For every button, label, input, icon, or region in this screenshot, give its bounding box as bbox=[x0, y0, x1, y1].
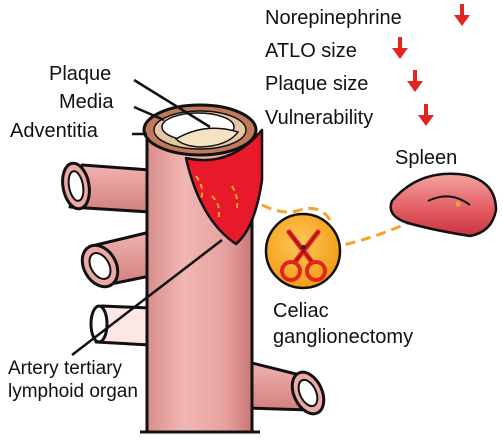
artery-branch-lower-left bbox=[89, 304, 152, 347]
effect-label: Norepinephrine bbox=[265, 7, 402, 29]
artery-cross-section bbox=[142, 103, 258, 157]
celiac-label-line-2: ganglionectomy bbox=[273, 326, 413, 348]
atlo-label-line-1: Artery tertiary bbox=[8, 358, 123, 379]
down-arrow-icon bbox=[454, 4, 470, 26]
atlo-nerve-fibers bbox=[195, 175, 239, 221]
scissors-icon bbox=[280, 229, 327, 282]
down-arrow-icon bbox=[418, 104, 434, 126]
media-leader-line bbox=[133, 105, 165, 122]
media-label: Media bbox=[59, 91, 114, 113]
artery-branch-lower-right bbox=[246, 360, 326, 416]
atlo-region bbox=[184, 128, 264, 246]
atlo-label-line-2: lymphoid organ bbox=[8, 381, 138, 402]
plaque-leader-line bbox=[133, 78, 211, 129]
down-arrow-icon bbox=[392, 37, 408, 59]
artery-branch-middle-left bbox=[80, 230, 152, 289]
effects-list: Norepinephrine ATLO size Plaque size Vul… bbox=[265, 4, 470, 129]
down-arrow-icon bbox=[407, 70, 423, 92]
artery-branch-upper-left bbox=[61, 161, 152, 214]
plaque-label: Plaque bbox=[49, 63, 111, 85]
spleen-organ bbox=[389, 172, 498, 238]
celiac-label-line-1: Celiac bbox=[273, 300, 329, 322]
effect-label: Plaque size bbox=[265, 73, 368, 95]
effect-label: ATLO size bbox=[265, 40, 357, 62]
adventitia-label: Adventitia bbox=[10, 120, 99, 142]
spleen-label: Spleen bbox=[395, 147, 457, 169]
atlo-leader-line bbox=[71, 239, 223, 356]
effect-label: Vulnerability bbox=[265, 107, 373, 129]
